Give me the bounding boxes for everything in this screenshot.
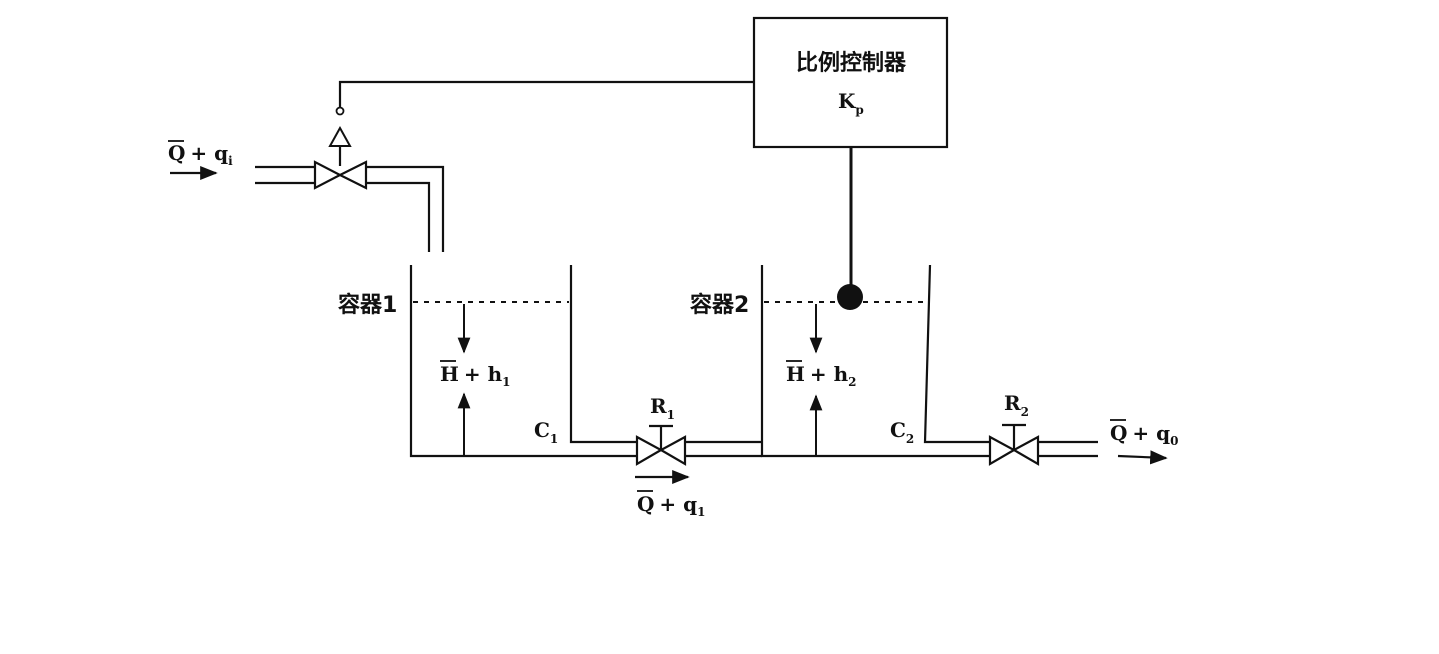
proportional-controller: 比例控制器 Kp xyxy=(752,16,949,149)
valve-r2 xyxy=(988,423,1040,466)
level-float-sensor-icon xyxy=(837,284,863,310)
tank-2-name: 容器2 xyxy=(690,292,749,318)
valve-r1-label: R1 xyxy=(650,394,675,422)
controller-title: 比例控制器 xyxy=(796,50,907,76)
tank-2 xyxy=(760,264,990,458)
inflow-valve xyxy=(313,160,368,190)
outflow-label: Q+ q0 xyxy=(1110,421,1179,448)
control-signal-line xyxy=(338,80,754,108)
valve-r2-label: R2 xyxy=(1004,391,1029,419)
middle-flow-label: Q+ q1 xyxy=(637,492,706,519)
controller-gain: Kp xyxy=(838,89,864,117)
inflow-label: Q+ qi xyxy=(168,141,233,168)
tank-1-name: 容器1 xyxy=(338,292,397,318)
tank-2-capacitance: C2 xyxy=(890,418,914,446)
inflow-pipe xyxy=(255,165,445,252)
actuator-pivot xyxy=(335,106,345,116)
tank-1 xyxy=(409,265,637,458)
valve-r1 xyxy=(635,424,687,466)
tank-1-capacitance: C1 xyxy=(534,418,558,446)
tank-2-level-label: H+ h2 xyxy=(786,362,857,389)
tank-1-level-label: H+ h1 xyxy=(440,362,511,389)
actuator-triangle-icon xyxy=(328,125,352,147)
outflow-arrow xyxy=(1117,450,1168,465)
